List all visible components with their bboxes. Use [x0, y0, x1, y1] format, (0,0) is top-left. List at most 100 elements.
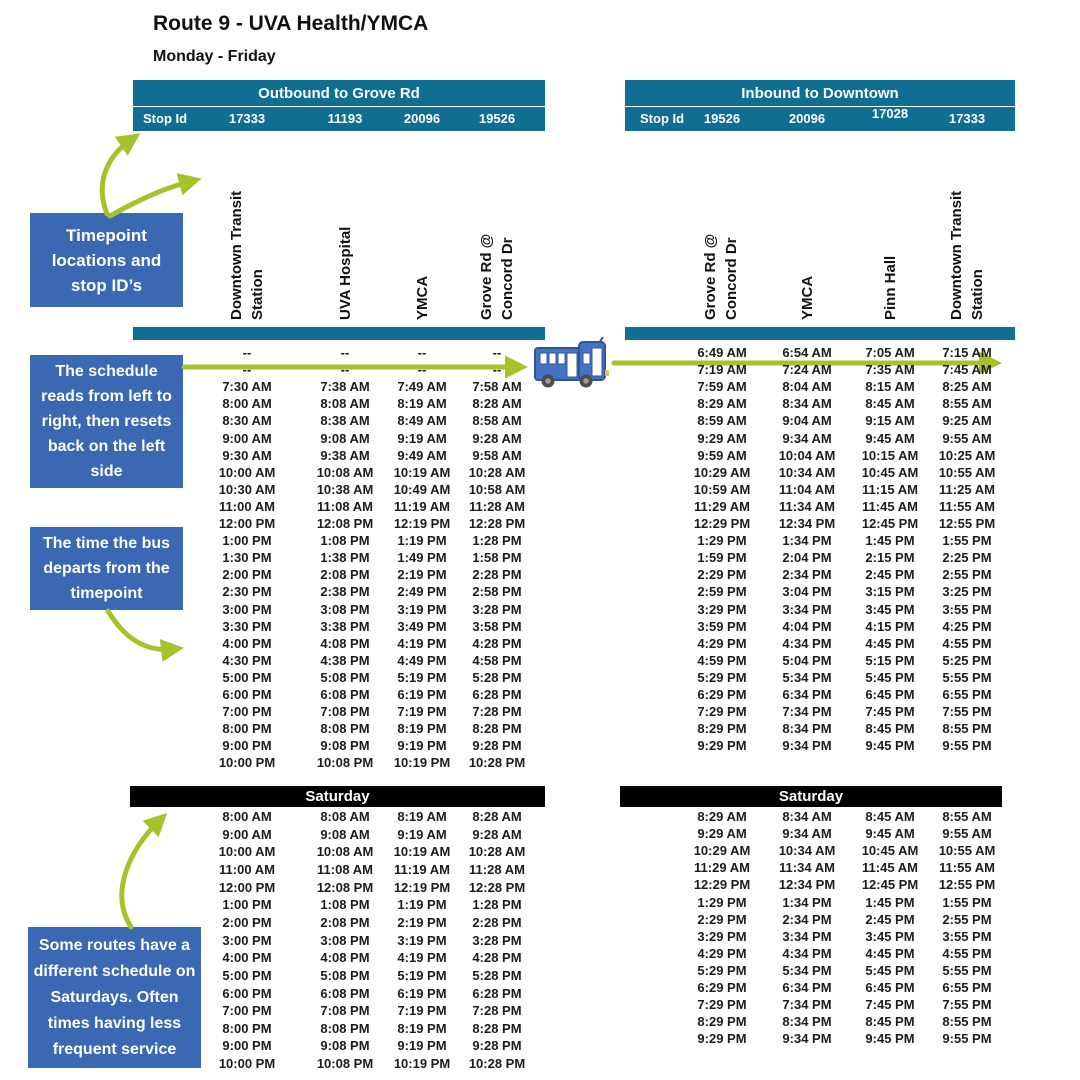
time-cell: 8:34 PM — [782, 721, 832, 737]
inbound-column-header-ymca: YMCA — [799, 275, 816, 320]
time-cell: 9:00 AM — [222, 430, 272, 446]
time-cell: 9:55 AM — [942, 826, 992, 842]
time-cell: 6:29 PM — [697, 980, 747, 995]
time-cell: 8:19 AM — [397, 396, 447, 412]
time-cell: 9:45 PM — [865, 1031, 915, 1047]
time-cell: 8:49 AM — [397, 413, 447, 429]
time-cell: 9:00 PM — [222, 738, 272, 754]
time-cell: 1:19 PM — [397, 897, 447, 913]
time-cell: 7:19 PM — [397, 704, 447, 720]
time-cell: 9:25 AM — [942, 413, 992, 429]
time-cell: 10:00 PM — [218, 1056, 276, 1072]
time-cell: 7:45 AM — [942, 362, 992, 378]
time-cell: 10:08 AM — [316, 464, 374, 480]
time-cell: 12:00 PM — [218, 879, 276, 895]
time-cell: 3:45 PM — [865, 601, 915, 617]
stop-id-value: 19526 — [703, 111, 741, 126]
time-cell: -- — [417, 345, 427, 360]
inbound-column-header-downtown-transit-station: Downtown Transit Station — [948, 190, 986, 320]
time-cell: 6:49 AM — [697, 345, 747, 360]
outbound-stopid-label: Stop Id — [143, 111, 188, 126]
time-cell: 8:34 AM — [782, 809, 832, 824]
time-cell: 4:00 PM — [222, 635, 272, 651]
time-cell: 2:15 PM — [865, 550, 915, 566]
time-cell: 4:55 PM — [942, 635, 992, 651]
time-cell: 5:29 PM — [697, 962, 747, 978]
time-cell: 10:59 AM — [693, 481, 751, 497]
time-cell: 7:55 PM — [942, 704, 992, 720]
stop-id-value: 20096 — [788, 111, 826, 126]
time-cell: 4:00 PM — [222, 950, 272, 966]
time-cell: 8:45 PM — [865, 1014, 915, 1030]
time-cell: 12:45 PM — [861, 516, 919, 531]
time-cell: 7:35 AM — [865, 362, 915, 378]
time-cell: 3:00 PM — [222, 601, 272, 617]
time-cell: 5:04 PM — [782, 652, 832, 668]
time-cell: 9:04 AM — [782, 413, 832, 429]
time-cell: 7:08 PM — [320, 1003, 370, 1019]
time-cell: 6:28 PM — [472, 687, 522, 702]
callout-timepoint-locations: Timepoint locations and stop ID’s — [30, 213, 183, 307]
time-cell: 11:25 AM — [939, 481, 995, 497]
time-cell: 2:08 PM — [320, 914, 370, 930]
time-cell: 1:19 PM — [397, 533, 447, 549]
time-cell: 1:28 PM — [472, 533, 522, 549]
time-cell: 5:19 PM — [397, 669, 447, 685]
time-cell: 2:49 PM — [397, 584, 447, 600]
time-cell: 7:05 AM — [865, 345, 915, 360]
time-cell: 11:19 AM — [394, 498, 450, 514]
time-cell: -- — [417, 362, 427, 378]
time-cell: 3:55 PM — [942, 928, 992, 944]
time-cell: 3:29 PM — [697, 601, 747, 617]
time-cell: 7:45 PM — [865, 997, 915, 1013]
time-cell: 8:38 AM — [320, 413, 370, 429]
time-cell: 3:04 PM — [782, 584, 832, 600]
time-cell: 3:45 PM — [865, 928, 915, 944]
time-cell: 12:55 PM — [938, 516, 996, 531]
time-cell: 8:55 PM — [942, 1014, 992, 1030]
time-cell: 9:29 PM — [697, 738, 747, 754]
time-cell: 8:59 AM — [697, 413, 747, 429]
time-cell: 12:29 PM — [693, 516, 751, 531]
time-cell: 3:58 PM — [472, 618, 522, 634]
time-cell: 2:25 PM — [942, 550, 992, 566]
time-cell: 9:45 AM — [865, 826, 915, 842]
time-cell: 5:15 PM — [865, 652, 915, 668]
time-cell: 4:04 PM — [782, 618, 832, 634]
time-cell: 11:00 AM — [219, 498, 275, 514]
time-cell: 3:38 PM — [320, 618, 370, 634]
time-cell: 7:00 PM — [222, 1003, 272, 1019]
time-cell: 5:19 PM — [397, 967, 447, 983]
time-cell: 4:45 PM — [865, 945, 915, 961]
time-cell: 4:58 PM — [472, 652, 522, 668]
stop-id-value: 17028 — [871, 106, 909, 121]
time-cell: 6:00 PM — [222, 985, 272, 1001]
time-cell: 4:19 PM — [397, 635, 447, 651]
time-cell: 2:00 PM — [222, 914, 272, 930]
time-cell: 5:55 PM — [942, 669, 992, 685]
service-days-label: Monday - Friday — [153, 48, 276, 65]
time-cell: 4:28 PM — [472, 950, 522, 966]
time-cell: 6:45 PM — [865, 980, 915, 995]
time-cell: 9:45 PM — [865, 738, 915, 754]
time-cell: 8:08 AM — [320, 396, 370, 412]
time-cell: 3:29 PM — [697, 928, 747, 944]
time-cell: 11:34 AM — [779, 860, 835, 876]
time-cell: 10:00 AM — [218, 464, 276, 480]
time-cell: 7:34 PM — [782, 704, 832, 720]
time-cell: 10:28 PM — [468, 1056, 526, 1072]
time-cell: 8:29 AM — [697, 396, 747, 412]
time-cell: 4:55 PM — [942, 945, 992, 961]
time-cell: 7:29 PM — [697, 997, 747, 1013]
time-cell: 8:29 PM — [697, 721, 747, 737]
time-cell: 6:19 PM — [397, 985, 447, 1001]
time-cell: 2:38 PM — [320, 584, 370, 600]
time-cell: 10:19 PM — [393, 755, 451, 771]
time-cell: 3:19 PM — [397, 932, 447, 948]
time-cell: 10:34 AM — [778, 843, 836, 859]
time-cell: 1:45 PM — [865, 533, 915, 549]
time-cell: 4:25 PM — [942, 618, 992, 634]
time-cell: 12:29 PM — [693, 877, 751, 893]
time-cell: 8:30 AM — [222, 413, 272, 429]
